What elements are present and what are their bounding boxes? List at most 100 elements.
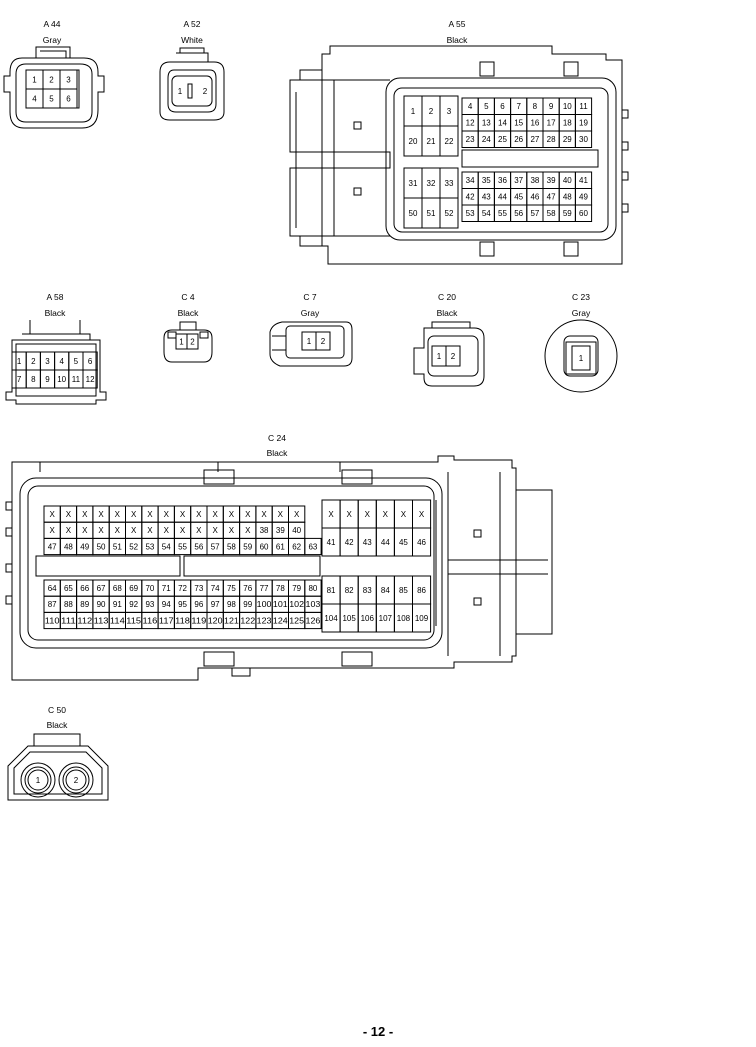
c24-pin-X-1-9: X [196, 526, 202, 535]
a55-pin-13: 13 [482, 119, 491, 128]
c24-pin-85: 85 [399, 586, 408, 595]
c24-pin-84: 84 [381, 586, 390, 595]
c23-pin-1: 1 [579, 354, 584, 363]
c24-pin-103: 103 [306, 600, 321, 609]
c24-pin-95: 95 [178, 600, 187, 609]
a55-pin-38: 38 [530, 176, 539, 185]
c24-pin-125: 125 [289, 616, 304, 625]
c24-pin-104: 104 [324, 614, 338, 623]
a55-pin-15: 15 [514, 119, 523, 128]
a55-pin-16: 16 [530, 119, 539, 128]
page-number: - 12 - [362, 1024, 394, 1039]
c24-pin-59: 59 [243, 542, 252, 551]
c4-code: C 4 [181, 292, 195, 302]
c24-pin-87: 87 [48, 600, 57, 609]
connector-c23 [544, 319, 618, 393]
c24-pin-113: 113 [94, 616, 109, 625]
a52-color: White [181, 35, 203, 45]
c50-code: C 50 [48, 705, 66, 715]
a55-pin-32: 32 [427, 179, 436, 188]
c50-pin-ring [65, 769, 87, 791]
c24-pin-126-cell [304, 611, 322, 630]
a55-pin-8: 8 [533, 102, 538, 111]
a55-pin-29: 29 [563, 135, 572, 144]
c24-pin-94: 94 [162, 600, 171, 609]
c24-pin-X-0-3: X [383, 510, 389, 519]
a55-pin-4: 4 [468, 102, 473, 111]
a44-pin-6: 6 [66, 94, 71, 103]
c20-code: C 20 [438, 292, 456, 302]
c24-pin-X-0-12: X [245, 510, 251, 519]
c24-pin-101: 101 [273, 600, 288, 609]
a55-pin-40: 40 [563, 176, 572, 185]
a55-code: A 55 [448, 19, 466, 29]
c24-pin-126: 126 [306, 616, 321, 625]
c24-pin-X-1-1: X [66, 526, 72, 535]
c24-pin-X-1-7: X [164, 526, 170, 535]
c24-pin-X-0-11: X [229, 510, 235, 519]
connector-a55 [289, 45, 629, 265]
c24-pin-X-1-6: X [147, 526, 153, 535]
a55-pin-12: 12 [466, 119, 475, 128]
c24-pin-111: 111 [61, 616, 76, 625]
a52-code: A 52 [183, 19, 201, 29]
a55-pin-46: 46 [530, 193, 539, 202]
c50-pin-ring [58, 762, 94, 798]
connector-c20 [413, 321, 485, 387]
c24-pin-X-0-15: X [294, 510, 300, 519]
c24-pin-42: 42 [345, 538, 354, 547]
c24-pin-X-0-13: X [261, 510, 267, 519]
a58-pin-11: 11 [72, 375, 81, 384]
c24-pin-X-1-12: X [245, 526, 251, 535]
c20-color: Black [436, 308, 458, 318]
c24-pin-X-1-0: X [49, 526, 55, 535]
c24-pin-70: 70 [145, 584, 154, 593]
c24-pin-X-0-1: X [346, 510, 352, 519]
c24-pin-52: 52 [129, 542, 138, 551]
c24-pin-76: 76 [243, 584, 252, 593]
a55-pin-26: 26 [514, 135, 523, 144]
a55-pin-5: 5 [484, 102, 489, 111]
c24-pin-X-0-2: X [82, 510, 88, 519]
a55-pin-14: 14 [498, 119, 507, 128]
c24-pin-119: 119 [191, 616, 206, 625]
c24-pin-54: 54 [162, 542, 171, 551]
c24-pin-105: 105 [342, 614, 356, 623]
a55-pin-22: 22 [445, 137, 454, 146]
c24-pin-X-0-9: X [196, 510, 202, 519]
a58-pin-8: 8 [31, 375, 36, 384]
c24-pin-X-0-4: X [401, 510, 407, 519]
c24-pin-88: 88 [64, 600, 73, 609]
a44-pin-6-cell [59, 88, 78, 109]
c24-pin-81: 81 [327, 586, 336, 595]
c24-pin-X-0-7: X [164, 510, 170, 519]
c24-pin-X-0-8: X [180, 510, 186, 519]
c4-color: Black [177, 308, 199, 318]
c24-pin-X-0-2: X [365, 510, 371, 519]
a58-pin-10: 10 [57, 375, 66, 384]
a55-pin-60: 60 [579, 209, 588, 218]
c4-pin-1: 1 [179, 337, 184, 346]
a55-pin-57: 57 [530, 209, 539, 218]
a58-pin-7: 7 [17, 375, 22, 384]
c24-pin-48: 48 [64, 542, 73, 551]
c24-pin-68: 68 [113, 584, 122, 593]
c24-pin-91: 91 [113, 600, 122, 609]
a58-pin-9: 9 [45, 375, 50, 384]
a44-pin-3: 3 [66, 75, 71, 84]
a58-pin-1: 1 [17, 357, 22, 366]
c24-pin-47: 47 [48, 542, 57, 551]
c24-pin-108: 108 [397, 614, 411, 623]
connector-c4 [163, 321, 213, 363]
a58-pin-3: 3 [45, 357, 50, 366]
c24-pin-57: 57 [211, 542, 220, 551]
c24-pin-124: 124 [273, 616, 288, 625]
c50-pin-ring [62, 766, 90, 794]
c24-pin-102: 102 [289, 600, 304, 609]
c24-pin-58: 58 [227, 542, 236, 551]
a55-pin-6: 6 [500, 102, 505, 111]
a55-pin-56: 56 [514, 209, 523, 218]
a55-pin-59: 59 [563, 209, 572, 218]
c24-pin-74: 74 [211, 584, 220, 593]
c24-pin-78: 78 [276, 584, 285, 593]
